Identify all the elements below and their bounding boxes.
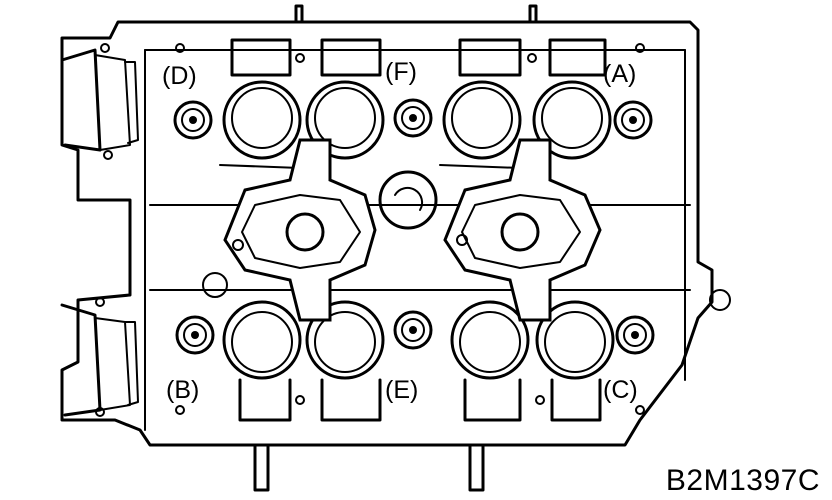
bolt-F (393, 98, 433, 138)
label-F: (F) (385, 58, 417, 86)
label-D: (D) (162, 62, 197, 90)
locating-holes (95, 43, 645, 417)
label-C: (C) (603, 376, 638, 404)
label-B: (B) (166, 376, 199, 404)
chamber-plate-left (223, 138, 377, 322)
bolt-D (173, 100, 213, 140)
label-A: (A) (603, 60, 636, 88)
bolt-B (175, 315, 215, 355)
label-E: (E) (385, 376, 418, 404)
left-port-lower (60, 303, 139, 417)
spark-plug-hole (202, 170, 438, 298)
valve-bores-top (219, 38, 612, 191)
head-outline (60, 4, 731, 492)
left-port-upper (60, 48, 139, 152)
bolt-A (613, 100, 653, 140)
bolt-E (393, 310, 433, 350)
figure-code: B2M1397C (665, 464, 820, 497)
bolt-C (615, 315, 655, 355)
chamber-plate-right (443, 138, 602, 322)
